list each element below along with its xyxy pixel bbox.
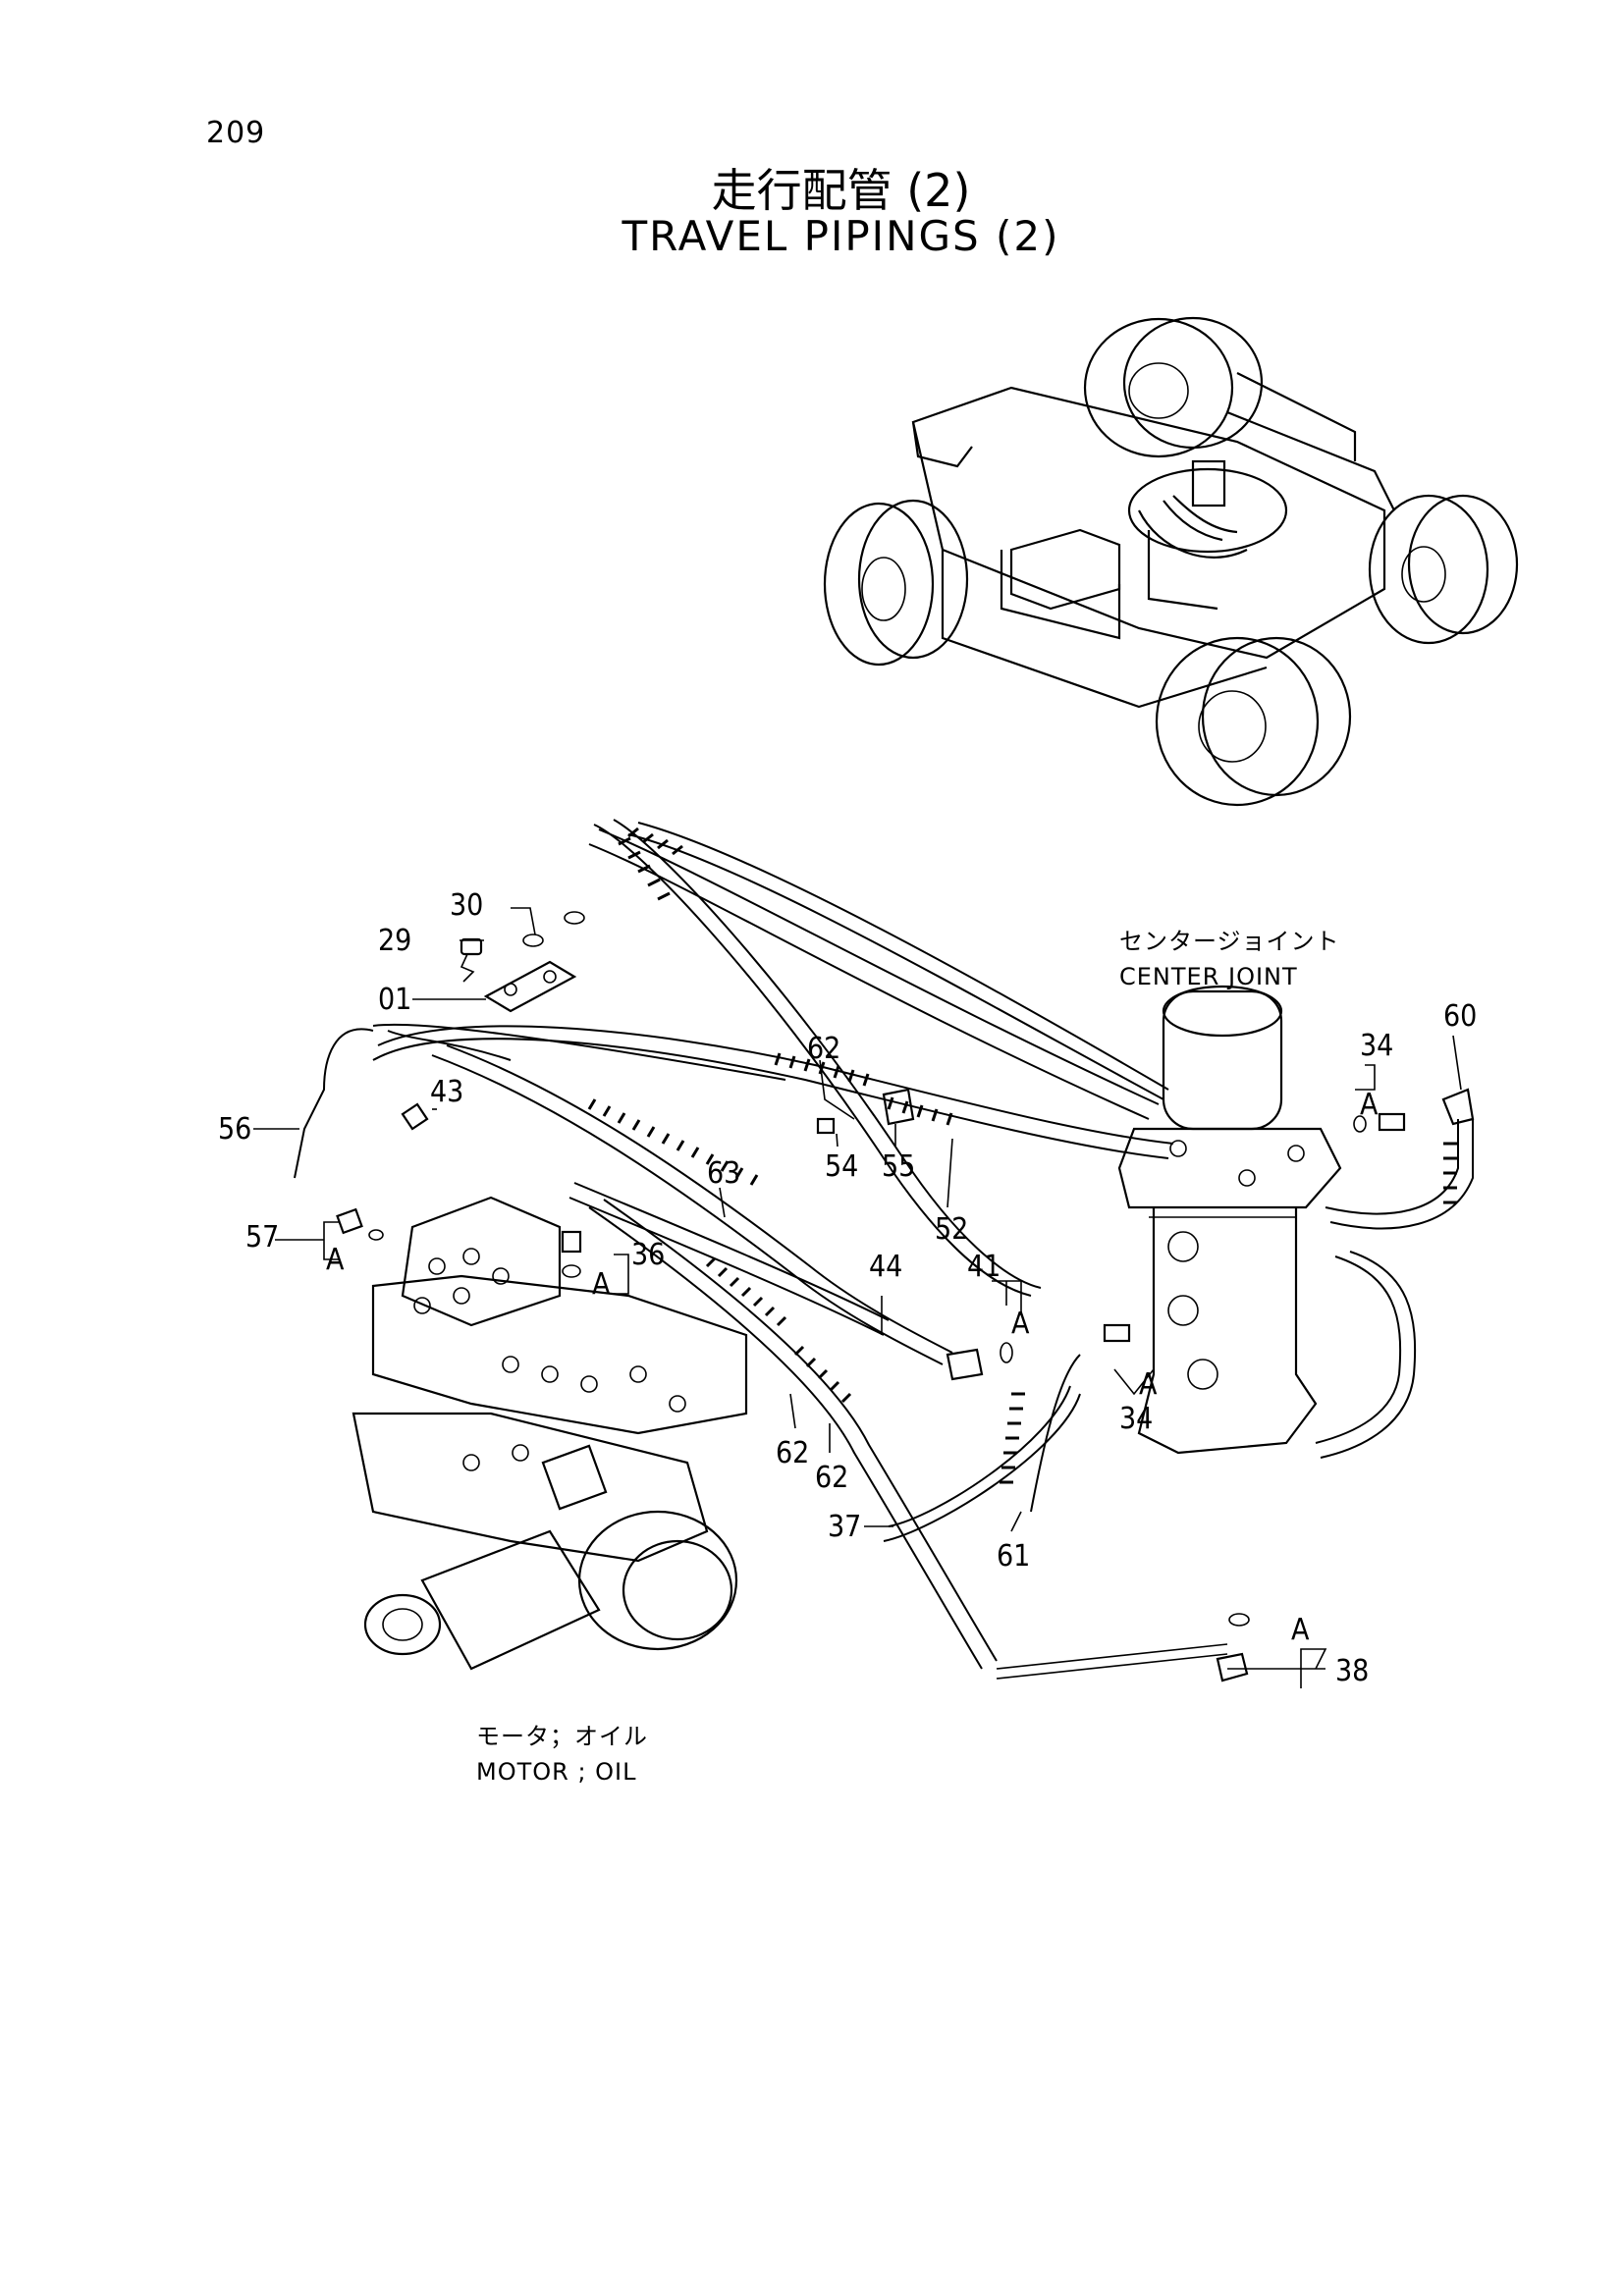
callout-37: 37: [828, 1510, 861, 1544]
hoses: [294, 819, 1474, 1680]
callout-62-lower-b: 62: [815, 1461, 848, 1495]
center-joint-label-en: CENTER JOINT: [1119, 963, 1298, 990]
center-joint-label-jp: センタージョイント: [1119, 928, 1340, 955]
callout-36: 36: [631, 1238, 665, 1272]
callout-34-top: 34: [1360, 1029, 1393, 1063]
callout-60: 60: [1443, 999, 1477, 1034]
callout-44: 44: [869, 1250, 902, 1284]
callout-01: 01: [378, 983, 411, 1017]
callout-55: 55: [882, 1149, 915, 1184]
a-mark-38: A: [1291, 1613, 1310, 1647]
callout-57: 57: [245, 1220, 279, 1255]
leader-lines: [253, 907, 1462, 1688]
callout-62-lower-a: 62: [776, 1436, 809, 1470]
callout-30: 30: [450, 888, 483, 923]
callout-62-upper: 62: [807, 1032, 840, 1066]
callout-56: 56: [218, 1112, 251, 1147]
a-mark-34-top: A: [1360, 1088, 1379, 1122]
callouts: 30 29 01 56 43 57 36 62 63 54 55 52 44 4…: [218, 888, 1477, 1688]
motor-label-jp: モータ；オイル: [476, 1723, 648, 1750]
fittings: [336, 911, 1475, 1682]
callout-63: 63: [707, 1156, 740, 1191]
callout-41: 41: [967, 1250, 1001, 1284]
callout-43: 43: [430, 1075, 463, 1109]
title-japanese: 走行配管 (2): [711, 164, 971, 217]
hose-wraps: [587, 827, 1457, 1484]
motor-label-en: MOTOR ; OIL: [476, 1758, 637, 1786]
vehicle-overview: [823, 316, 1519, 807]
notes: センタージョイント CENTER JOINT モータ；オイル MOTOR ; O…: [476, 928, 1340, 1786]
callout-34-bottom: 34: [1119, 1402, 1153, 1436]
travel-motor: [352, 1196, 748, 1671]
callout-38: 38: [1335, 1654, 1369, 1688]
callout-54: 54: [825, 1149, 858, 1184]
callout-61: 61: [997, 1539, 1030, 1574]
title-english: TRAVEL PIPINGS (2): [622, 212, 1060, 260]
callout-29: 29: [378, 924, 411, 958]
a-mark-41: A: [1011, 1307, 1030, 1341]
a-mark-36: A: [592, 1267, 611, 1302]
page-number: 209: [206, 116, 266, 150]
a-mark-34-bottom: A: [1139, 1367, 1158, 1402]
callout-52: 52: [935, 1212, 968, 1247]
a-mark-57: A: [326, 1243, 345, 1277]
center-joint: [1117, 985, 1342, 1455]
